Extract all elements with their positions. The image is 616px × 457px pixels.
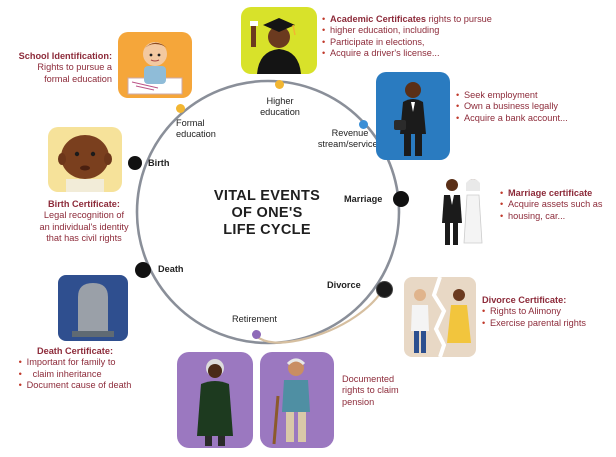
birth-cert-body: Legal recognition of an individual's ide…: [39, 210, 129, 244]
marriage-text: Marriage certificate Acquire assets such…: [500, 188, 616, 223]
revenue-text: Seek employment Own a business legally A…: [456, 90, 616, 125]
stage-death: Death: [158, 264, 184, 274]
divorce-item-1: Rights to Alimony: [482, 306, 612, 318]
divorce-text: Divorce Certificate: Rights to Alimony E…: [482, 295, 612, 330]
revenue-node: [359, 120, 368, 129]
stage-birth: Birth: [148, 158, 170, 168]
academic-title: Academic Certificates: [330, 14, 427, 24]
schoolchild-illustration: [118, 32, 192, 98]
divorce-item-2: Exercise parental rights: [482, 318, 612, 330]
retirement-node: [252, 330, 261, 339]
death-item-2: claim inheritance: [19, 369, 132, 381]
marriage-item-2: housing, car...: [508, 210, 566, 221]
stage-revenue: Revenue stream/services: [317, 128, 383, 149]
married-couple-illustration: [440, 177, 486, 247]
revenue-item-1: Seek employment: [456, 90, 616, 102]
higher-education-node: [275, 80, 284, 89]
stage-retirement: Retirement: [232, 314, 277, 324]
divorce-node: [376, 281, 393, 298]
divorced-couple-illustration: [404, 277, 476, 357]
revenue-item-3: Acquire a bank account...: [456, 113, 616, 125]
academic-title-rest: rights to pursue: [426, 14, 492, 24]
graduate-illustration: [241, 7, 317, 74]
death-item-3: Document cause of death: [19, 380, 132, 392]
academic-line-1: higher education, including: [330, 25, 440, 36]
school-id-text: School Identification: Rights to pursue …: [4, 51, 112, 85]
center-title-line-1: VITAL EVENTS: [213, 188, 321, 204]
death-node: [135, 262, 151, 278]
center-title: VITAL EVENTS OF ONE'S LIFE CYCLE: [180, 188, 354, 239]
stage-formal-education: Formal education: [176, 118, 216, 139]
death-item-1: Important for family to: [19, 357, 132, 369]
death-cert-text: Death Certificate: Important for family …: [10, 346, 140, 392]
school-id-body: Rights to pursue a formal education: [37, 62, 112, 84]
death-cert-title: Death Certificate:: [36, 346, 114, 356]
stage-marriage: Marriage: [344, 194, 383, 204]
school-id-title: School Identification:: [18, 51, 112, 61]
birth-cert-title: Birth Certificate:: [48, 199, 120, 209]
marriage-item-1: Acquire assets such as: [508, 199, 603, 210]
academic-text: Academic Certificates rights to pursue h…: [322, 14, 522, 60]
elderly-man-illustration: [260, 352, 334, 448]
gravestone-illustration: [58, 275, 128, 341]
stage-higher-education: Higher education: [260, 96, 300, 117]
stage-divorce: Divorce: [327, 280, 361, 290]
pension-text: Documented rights to claim pension: [342, 374, 399, 407]
birth-cert-text: Birth Certificate: Legal recognition of …: [24, 199, 144, 245]
elderly-woman-illustration: [177, 352, 253, 448]
businesswoman-illustration: [376, 72, 450, 160]
baby-illustration: [48, 127, 122, 192]
birth-node: [128, 156, 142, 170]
divorce-title: Divorce Certificate:: [482, 295, 567, 305]
academic-line-3: Acquire a driver's license...: [330, 48, 440, 59]
marriage-node: [393, 191, 409, 207]
center-title-line-3: LIFE CYCLE: [223, 222, 311, 238]
center-title-line-2: OF ONE'S: [231, 205, 303, 221]
academic-line-2: Participate in elections,: [330, 36, 425, 47]
revenue-item-2: Own a business legally: [456, 101, 616, 113]
formal-education-node: [176, 104, 185, 113]
marriage-title: Marriage certificate: [508, 188, 593, 198]
